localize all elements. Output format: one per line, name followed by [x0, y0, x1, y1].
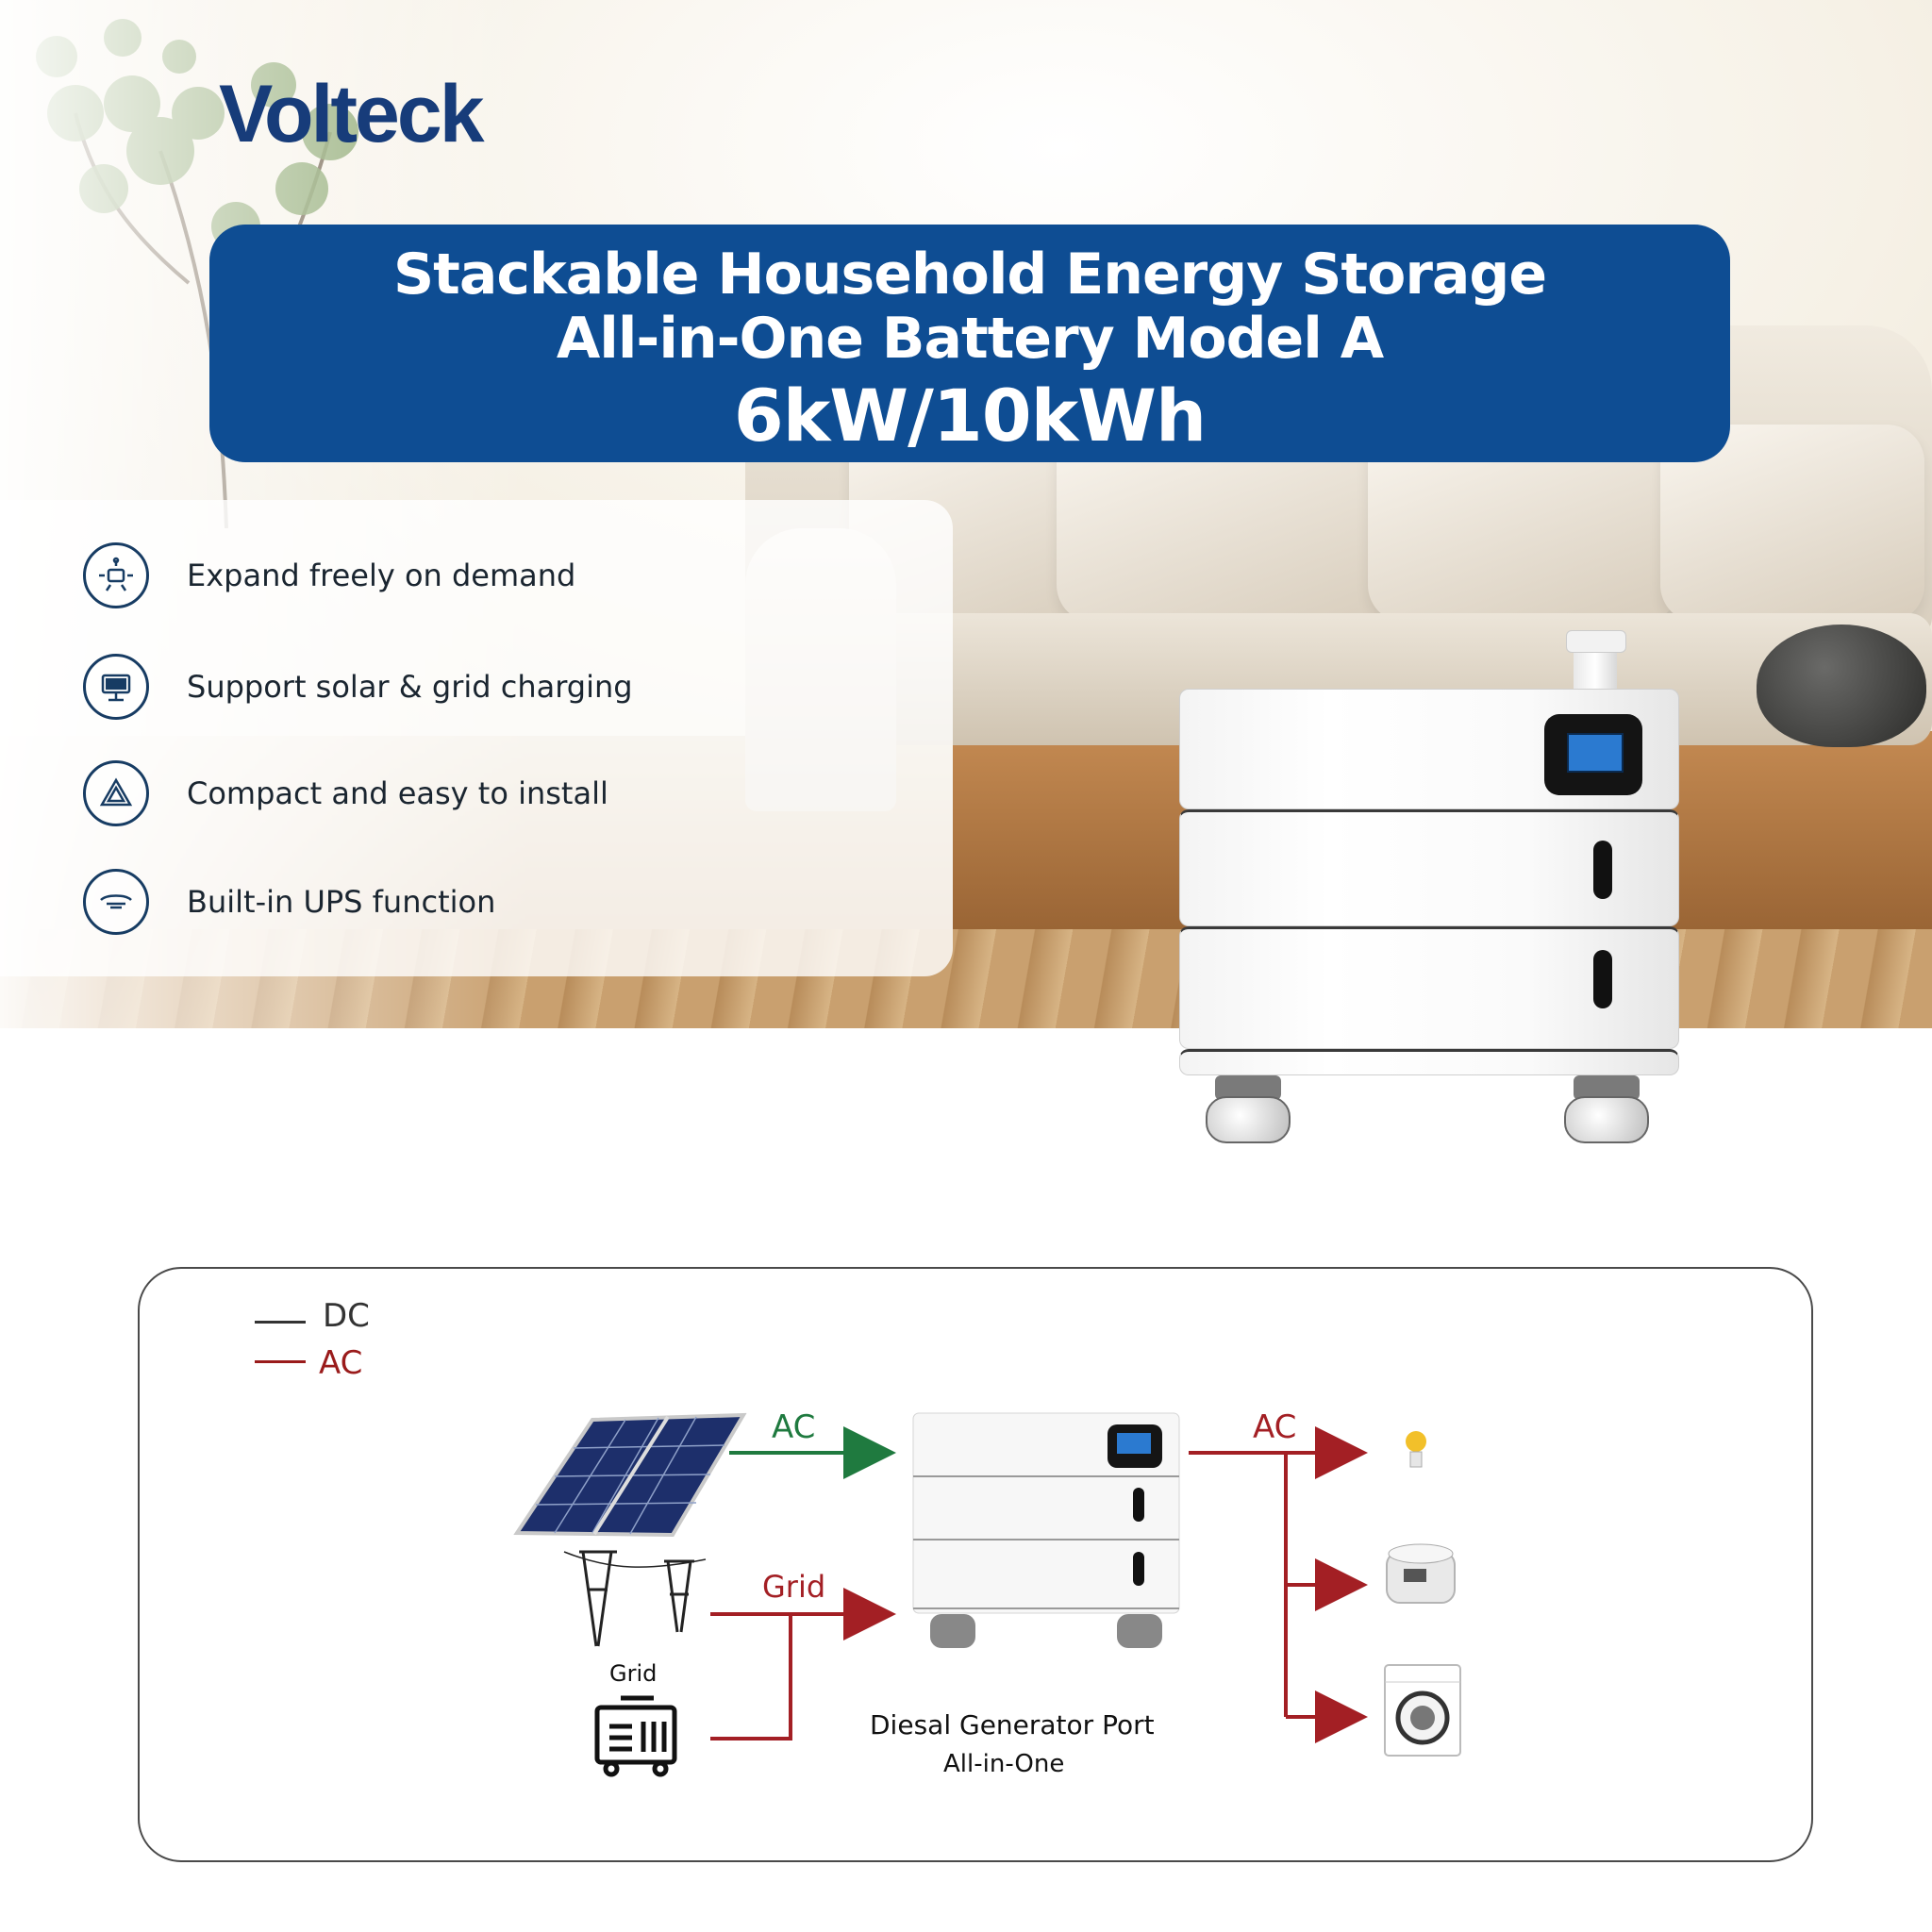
solar-panel-icon [513, 1412, 747, 1538]
feature-item: Expand freely on demand [83, 540, 575, 611]
feature-label: Built-in UPS function [187, 884, 496, 920]
feature-label: Support solar & grid charging [187, 669, 633, 705]
triangle-install-icon [83, 760, 149, 826]
expand-icon [83, 542, 149, 608]
grid-tower-icon [563, 1550, 707, 1647]
feature-label: Expand freely on demand [187, 558, 576, 593]
solar-arrow-label: AC [772, 1408, 816, 1446]
battery-inverter-module [1179, 689, 1679, 809]
load-arrow-label: AC [1253, 1408, 1297, 1446]
battery-display [1544, 714, 1642, 795]
feature-label: Compact and easy to install [187, 775, 608, 811]
rice-cooker-icon [1386, 1543, 1456, 1604]
feature-item: Built-in UPS function [83, 866, 495, 938]
washing-machine-icon [1384, 1664, 1461, 1757]
battery-module [1179, 809, 1679, 926]
caster-wheel-icon [1564, 1075, 1649, 1151]
title-banner: Stackable Household Energy Storage All-i… [209, 225, 1730, 462]
grid-arrow-label: Grid [762, 1569, 826, 1605]
caster-wheel-icon [1206, 1075, 1291, 1151]
battery-module [1179, 926, 1679, 1049]
solar-panel-icon [83, 654, 149, 720]
battery-handle [1593, 950, 1612, 1008]
battery-base [1179, 1049, 1679, 1075]
generator-icon [594, 1695, 677, 1777]
diagram-caption-line2: All-in-One [943, 1750, 1065, 1778]
legend-ac-label: AC [319, 1344, 363, 1382]
system-diagram-card: DC AC [138, 1267, 1813, 1862]
diagram-graphics [513, 1412, 1461, 1777]
legend-dc-line [255, 1321, 306, 1324]
banner-title-line2: All-in-One Battery Model A [556, 306, 1384, 372]
diagram-caption-line1: Diesal Generator Port [870, 1709, 1155, 1740]
vase-icon [1757, 625, 1926, 747]
feature-item: Support solar & grid charging [83, 651, 633, 723]
brand-logo: Volteck [219, 69, 485, 159]
banner-title-line1: Stackable Household Energy Storage [392, 242, 1547, 308]
banner-spec: 6kW/10kWh [733, 374, 1207, 458]
battery-product [1179, 689, 1679, 1075]
chimney-cap [1566, 630, 1626, 653]
legend-dc-label: DC [323, 1297, 370, 1335]
feature-panel [0, 500, 953, 976]
battery-handle [1593, 841, 1612, 899]
legend-ac-line [255, 1360, 306, 1363]
grid-source-label: Grid [609, 1660, 658, 1687]
battery-unit-icon [912, 1412, 1180, 1648]
generator-line [710, 1614, 792, 1740]
light-bulb-icon [1406, 1431, 1426, 1468]
ups-icon [83, 869, 149, 935]
feature-item: Compact and easy to install [83, 758, 608, 829]
